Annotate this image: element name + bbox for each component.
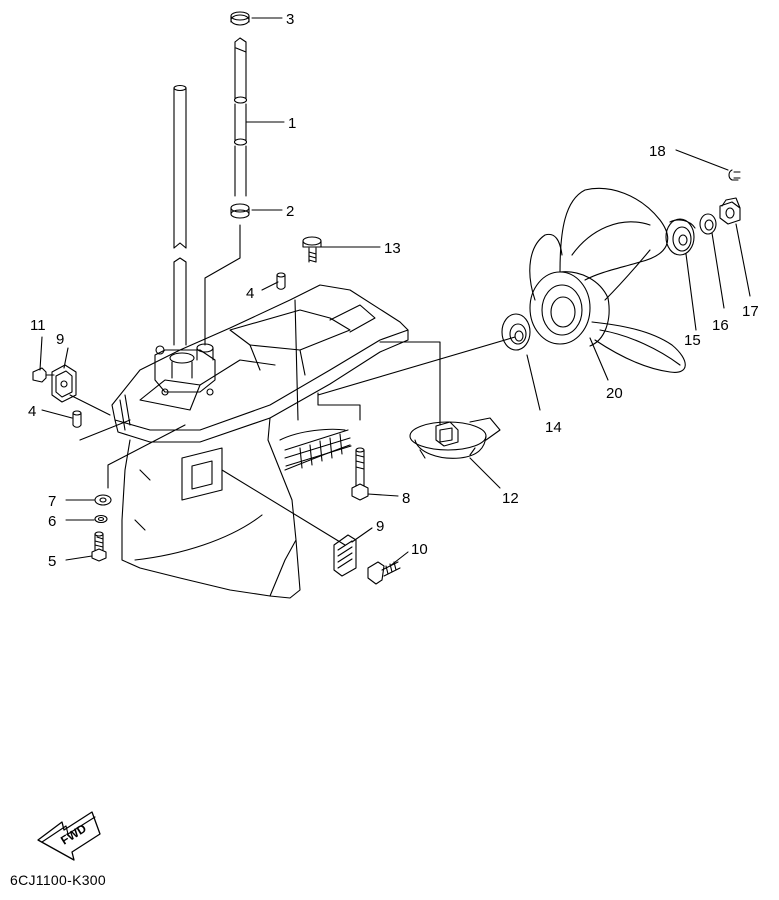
bolt-5 (92, 532, 106, 561)
drive-shaft (174, 86, 186, 346)
cotter-pin-19 (729, 170, 740, 180)
callout-9: 9 (376, 518, 384, 535)
washer-7 (95, 495, 111, 505)
callout-8: 8 (402, 490, 410, 507)
callout-1: 1 (288, 115, 296, 132)
dowel-pin-upper (277, 273, 285, 289)
callout-17: 16 (712, 317, 729, 334)
dowel-pin-lower (73, 411, 81, 427)
callout-4-upper: 4 (246, 285, 254, 302)
trim-tab-9 (334, 535, 356, 576)
callout-16: 15 (684, 332, 701, 349)
callout-6: 6 (48, 513, 56, 530)
washer-17 (700, 214, 716, 234)
nut-18 (720, 198, 740, 224)
callout-14: 13 (384, 240, 401, 257)
callout-3: 3 (286, 11, 294, 28)
callout-7: 7 (48, 493, 56, 510)
callout-labels: 3 1 2 4 13 11 9 4 7 6 5 8 9 10 12 14 20 … (28, 11, 759, 848)
callout-15: 14 (545, 419, 562, 436)
bolt-14 (303, 237, 321, 262)
callout-11: 10 (411, 541, 428, 558)
callout-4-lower: 4 (28, 403, 36, 420)
callout-12: 11 (30, 317, 46, 334)
callout-13: 12 (502, 490, 519, 507)
callout-leaders (40, 18, 750, 566)
bolt-12 (33, 368, 54, 382)
spacer-15 (502, 314, 530, 350)
shift-rod (205, 12, 249, 345)
lock-washer-6 (95, 516, 107, 523)
callout-10: 9 (56, 331, 64, 348)
screw-11 (368, 562, 400, 584)
callout-2: 2 (286, 203, 294, 220)
propeller-20 (530, 188, 685, 372)
callout-19: 18 (649, 143, 666, 160)
anode-10 (52, 365, 76, 402)
anode-plate-13 (410, 418, 500, 458)
lower-casing (112, 285, 408, 598)
callout-5: 5 (48, 553, 56, 570)
bolt-8 (352, 448, 368, 500)
thrust-washer-16 (666, 219, 695, 255)
document-code: 6CJ1100-K300 (10, 872, 106, 888)
leader-lines (70, 300, 515, 545)
callout-18: 17 (742, 303, 759, 320)
forward-arrow-icon (38, 812, 100, 860)
callout-20: 20 (606, 385, 623, 402)
